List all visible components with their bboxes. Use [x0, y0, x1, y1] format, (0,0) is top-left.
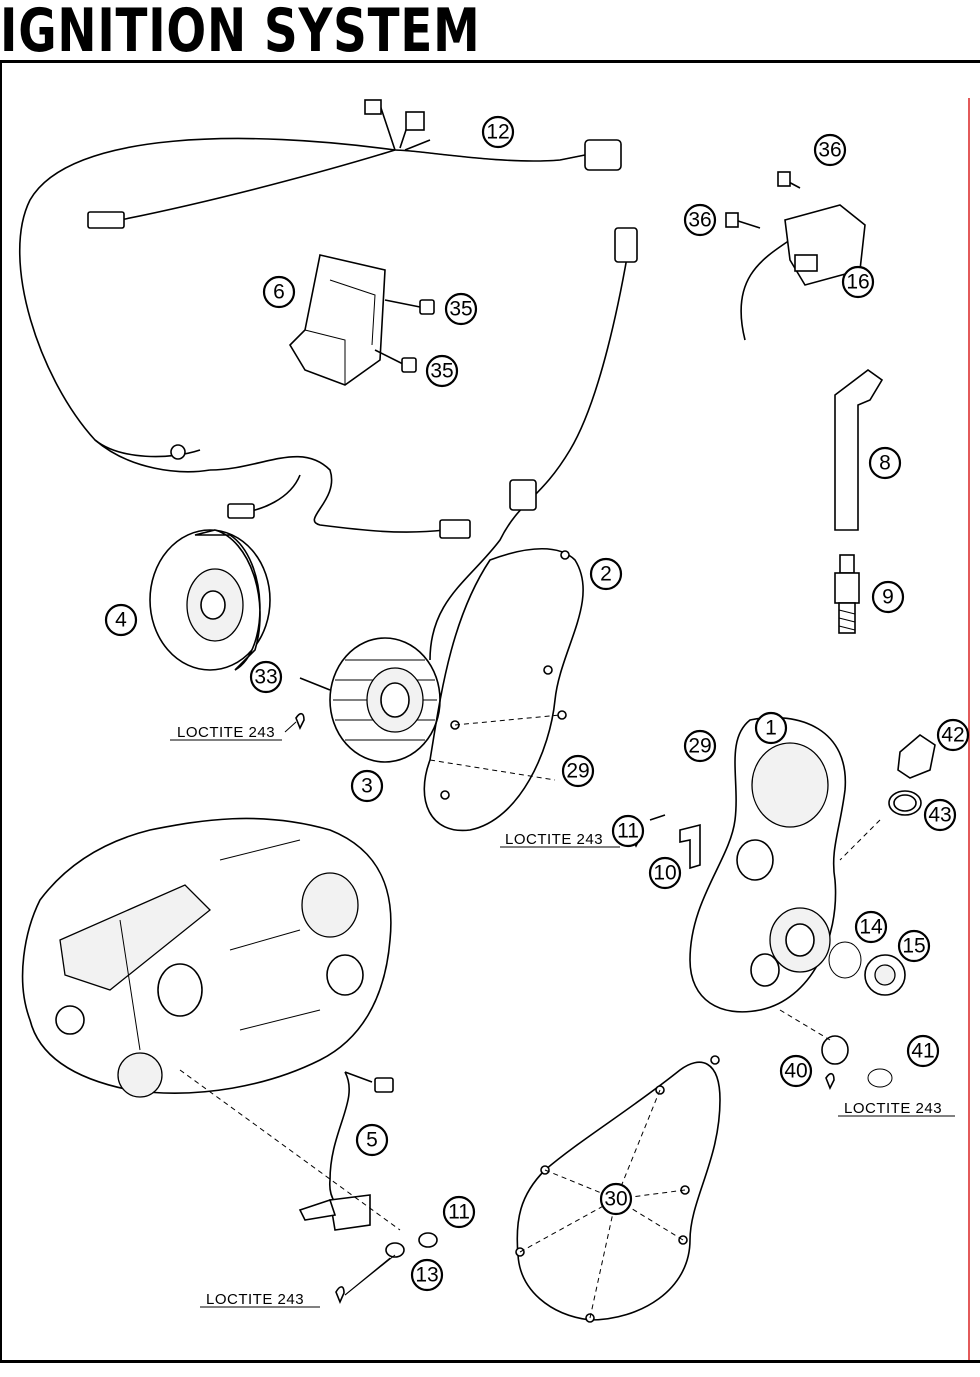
callout-43: 43 — [923, 798, 957, 832]
svg-text:11: 11 — [448, 1201, 470, 1224]
loctite-note-2: LOCTITE 243 — [500, 831, 620, 848]
callout-5: 5 — [355, 1123, 389, 1157]
loctite-note-3: LOCTITE 243 — [838, 1100, 955, 1117]
callout-13: 13 — [410, 1258, 444, 1292]
loctite-note-1: LOCTITE 243 — [170, 724, 282, 741]
callout-15: 15 — [897, 929, 931, 963]
callout-36-left: 36 — [683, 203, 717, 237]
svg-text:LOCTITE 243: LOCTITE 243 — [177, 724, 275, 741]
svg-text:LOCTITE 243: LOCTITE 243 — [206, 1291, 304, 1308]
spark-plug — [834, 554, 860, 634]
callout-3: 3 — [350, 769, 384, 803]
svg-text:35: 35 — [430, 360, 453, 383]
callout-14: 14 — [854, 910, 888, 944]
svg-text:10: 10 — [653, 862, 676, 885]
callout-41: 41 — [906, 1034, 940, 1068]
callout-11-upper: 11 — [611, 814, 645, 848]
svg-text:33: 33 — [254, 666, 277, 689]
cover-gasket — [423, 547, 584, 832]
stator-cable — [429, 227, 638, 661]
callout-33: 33 — [249, 660, 283, 694]
screw-plug — [839, 733, 936, 861]
svg-text:14: 14 — [859, 916, 883, 939]
callout-9: 9 — [871, 580, 905, 614]
svg-text:43: 43 — [928, 804, 951, 827]
svg-text:42: 42 — [941, 724, 964, 747]
wiring-harness — [18, 99, 622, 539]
svg-text:11: 11 — [617, 820, 639, 843]
svg-text:13: 13 — [415, 1264, 438, 1287]
svg-text:6: 6 — [273, 281, 285, 304]
svg-text:LOCTITE 243: LOCTITE 243 — [505, 831, 603, 848]
svg-text:30: 30 — [604, 1188, 627, 1211]
svg-text:16: 16 — [846, 271, 869, 294]
callout-30: 30 — [599, 1182, 633, 1216]
svg-text:12: 12 — [486, 121, 509, 144]
callout-29-left: 29 — [561, 754, 595, 788]
svg-text:3: 3 — [361, 775, 373, 798]
callout-2: 2 — [589, 557, 623, 591]
pickup-parts — [779, 1009, 893, 1090]
ignition-cover — [689, 716, 847, 1013]
svg-text:40: 40 — [784, 1060, 807, 1083]
clutch-cover-gasket — [515, 1055, 721, 1323]
svg-text:35: 35 — [449, 298, 472, 321]
svg-text:1: 1 — [765, 717, 777, 740]
svg-text:LOCTITE 243: LOCTITE 243 — [844, 1100, 942, 1117]
svg-text:36: 36 — [688, 209, 711, 232]
callout-6: 6 — [262, 275, 296, 309]
callout-35-upper: 35 — [444, 292, 478, 326]
callout-12: 12 — [481, 115, 515, 149]
svg-text:15: 15 — [902, 935, 925, 958]
callout-8: 8 — [868, 446, 902, 480]
callout-29-right: 29 — [683, 729, 717, 763]
svg-text:29: 29 — [566, 760, 589, 783]
loctite-note-4: LOCTITE 243 — [200, 1291, 320, 1308]
svg-text:5: 5 — [366, 1129, 378, 1152]
svg-text:4: 4 — [115, 609, 127, 632]
callout-35-lower: 35 — [425, 354, 459, 388]
ignition-coil — [725, 171, 866, 341]
stator — [329, 637, 441, 763]
svg-text:9: 9 — [882, 586, 894, 609]
crankcase — [21, 817, 392, 1098]
spark-plug-connector — [834, 369, 884, 531]
pickup-sensor — [298, 1071, 438, 1305]
svg-text:2: 2 — [600, 563, 612, 586]
cover-plug — [828, 941, 906, 996]
assembly-lines — [179, 759, 556, 1231]
callout-4: 4 — [104, 603, 138, 637]
cdi-unit — [288, 254, 435, 386]
frame-left-rule — [0, 60, 2, 1363]
svg-text:41: 41 — [911, 1040, 934, 1063]
callout-16: 16 — [841, 265, 875, 299]
svg-text:8: 8 — [879, 452, 891, 475]
diagram-frame — [0, 60, 980, 1363]
callout-36-top: 36 — [813, 133, 847, 167]
callout-1: 1 — [754, 711, 788, 745]
callout-11-lower: 11 — [442, 1195, 476, 1229]
callout-42: 42 — [936, 718, 970, 752]
screw-33 — [284, 677, 331, 733]
callout-10: 10 — [648, 856, 682, 890]
page-margin-rule — [968, 98, 970, 1360]
svg-text:29: 29 — [688, 735, 711, 758]
callout-40: 40 — [779, 1054, 813, 1088]
page-title: IGNITION SYSTEM — [0, 0, 481, 66]
svg-text:36: 36 — [818, 139, 841, 162]
flywheel — [149, 529, 271, 671]
